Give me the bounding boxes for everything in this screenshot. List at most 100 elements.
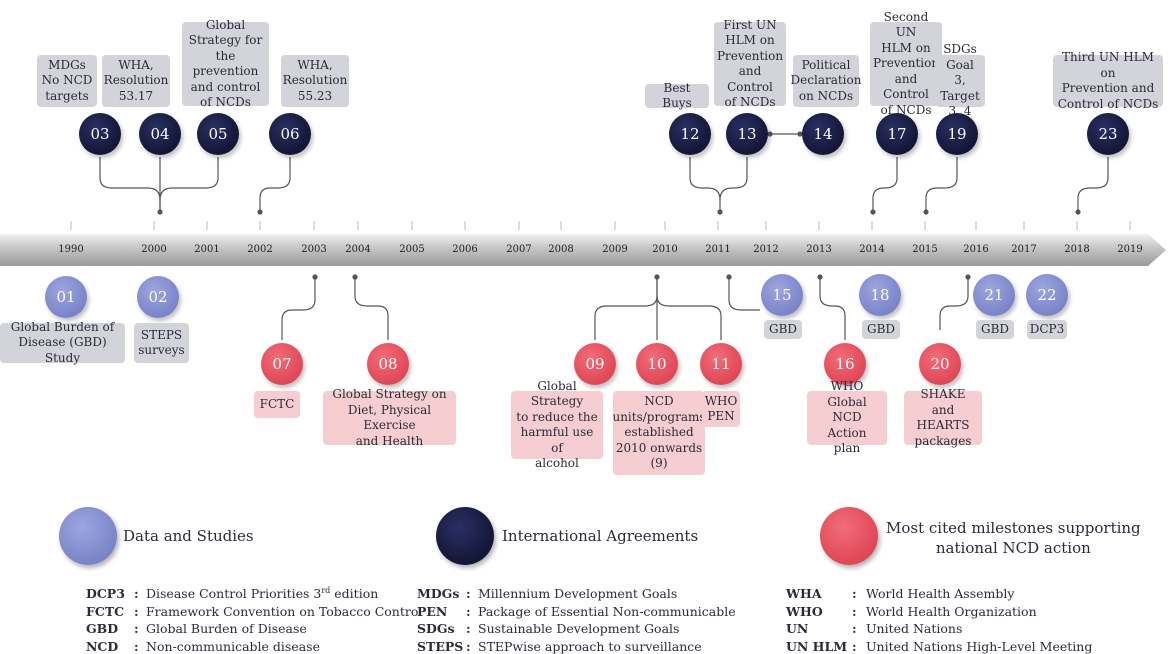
- legend-data-icon: [59, 507, 117, 565]
- milestone-node-19: 19: [936, 113, 978, 155]
- abbr-definition: United Nations: [866, 621, 962, 636]
- connector-line: [159, 157, 219, 201]
- year-label: 2009: [602, 244, 628, 255]
- connector-line: [872, 157, 898, 212]
- year-label: 2002: [247, 244, 273, 255]
- milestone-label-09: Global Strategy to reduce the harmful us…: [511, 379, 603, 470]
- legend-milestones-icon: [820, 507, 878, 565]
- connector-dot: [654, 274, 660, 280]
- year-label: 2017: [1011, 244, 1037, 255]
- milestone-label-text: MDGs No NCD targets: [41, 57, 93, 103]
- abbr-key: NCD: [86, 638, 119, 654]
- milestone-label-16: WHO Global NCD Action plan: [807, 379, 887, 455]
- connector-dot: [1075, 209, 1081, 215]
- abbr-definition-text: Sustainable Development Goals: [478, 621, 680, 636]
- milestone-node-05: 05: [197, 113, 239, 155]
- connector-dot: [965, 274, 971, 280]
- milestone-label-04: WHA, Resolution 53.17: [102, 55, 170, 107]
- abbr-definition: Framework Convention on Tobacco Control: [146, 604, 422, 619]
- year-label: 1990: [58, 244, 84, 255]
- year-label: 2010: [652, 244, 678, 255]
- milestone-label-22: DCP3: [1027, 320, 1067, 339]
- abbr-definition: Millennium Development Goals: [478, 586, 677, 601]
- year-label: 2004: [345, 244, 371, 255]
- abbr-separator: :: [466, 603, 471, 619]
- milestone-node-04: 04: [139, 113, 181, 155]
- year-label: 2012: [753, 244, 779, 255]
- milestone-label-text: WHA, Resolution 53.17: [103, 57, 169, 103]
- milestone-node-03: 03: [79, 113, 121, 155]
- milestone-label-text: SDGs Goal 3, Target 3, 4: [940, 42, 980, 119]
- milestone-label-text: WHA, Resolution 55.23: [282, 57, 348, 103]
- year-label: 2016: [963, 244, 989, 255]
- connector-dot: [870, 209, 876, 215]
- connector-line: [99, 157, 161, 212]
- connector-line: [1077, 157, 1109, 212]
- milestone-label-03: MDGs No NCD targets: [37, 55, 97, 107]
- abbr-definition-text: Framework Convention on Tobacco Control: [146, 603, 423, 619]
- abbr-definition-text: Global Burden of Disease: [146, 621, 307, 636]
- milestone-label-01: Global Burden of Disease (GBD) Study: [0, 320, 125, 365]
- abbr-superscript: rd: [321, 586, 331, 595]
- milestone-label-text: DCP3: [1029, 321, 1065, 336]
- milestone-label-19: SDGs Goal 3, Target 3, 4: [935, 42, 985, 118]
- abbr-separator: :: [852, 638, 857, 654]
- abbr-separator: :: [134, 586, 139, 601]
- milestone-node-23: 23: [1087, 113, 1129, 155]
- connector-line: [939, 277, 969, 330]
- abbr-key: STEPS: [417, 638, 464, 654]
- abbr-definition: World Health Assembly: [866, 586, 1014, 601]
- year-label: 2018: [1064, 244, 1090, 255]
- milestone-label-text: GBD: [866, 321, 896, 336]
- milestone-label-14: Political Declaration on NCDs: [791, 55, 861, 107]
- year-label: 2014: [859, 244, 885, 255]
- milestone-label-text: Global Strategy for the prevention and c…: [188, 17, 263, 110]
- milestone-node-14: 14: [802, 113, 844, 155]
- connector-dot: [352, 274, 358, 280]
- abbr-definition-text: Package of Essential Non-communicable: [478, 603, 736, 619]
- abbr-separator: :: [134, 603, 139, 619]
- abbr-separator: :: [852, 586, 857, 601]
- milestone-label-02: STEPS surveys: [134, 323, 189, 363]
- connector-dot: [923, 209, 929, 215]
- milestone-label-05: Global Strategy for the prevention and c…: [182, 18, 269, 109]
- milestone-node-07: 07: [261, 343, 303, 385]
- milestone-label-15: GBD: [764, 320, 802, 339]
- milestone-label-18: GBD: [862, 320, 900, 339]
- milestone-node-02: 02: [137, 276, 179, 318]
- milestone-node-13: 13: [726, 113, 768, 155]
- milestone-label-text: NCD units/programs established 2010 onwa…: [612, 394, 706, 471]
- abbr-separator: :: [852, 603, 857, 619]
- abbr-definition-text: Disease Control Priorities 3: [146, 586, 322, 602]
- milestone-label-10: NCD units/programs established 2010 onwa…: [612, 391, 706, 475]
- abbr-key: WHA: [786, 586, 822, 601]
- milestone-label-text: WHO Global NCD Action plan: [827, 379, 867, 456]
- connector-dot: [157, 209, 163, 215]
- milestone-label-23: Third UN HLM on Prevention and Control o…: [1053, 50, 1163, 111]
- legend-milestones-label: Most cited milestones supporting nationa…: [886, 519, 1141, 557]
- year-label: 2000: [141, 244, 167, 255]
- milestone-label-07: FCTC: [254, 391, 300, 418]
- milestone-node-15: 15: [761, 274, 803, 316]
- milestone-node-06: 06: [269, 113, 311, 155]
- milestone-node-08: 08: [367, 343, 409, 385]
- connector-dot: [312, 274, 318, 280]
- connector-line: [281, 277, 316, 340]
- legend-agreements-label: International Agreements: [502, 527, 699, 545]
- milestone-label-text: STEPS surveys: [138, 327, 185, 358]
- year-label: 2013: [806, 244, 832, 255]
- abbr-definition-text: United Nations: [866, 621, 963, 636]
- connector-line: [656, 295, 722, 340]
- milestone-node-22: 22: [1026, 274, 1068, 316]
- abbr-definition-text: World Health Organization: [866, 603, 1037, 619]
- abbr-key: PEN: [417, 603, 448, 619]
- year-label: 2019: [1117, 244, 1143, 255]
- abbr-definition-text: STEPwise approach to surveillance: [478, 638, 702, 654]
- abbr-definition: World Health Organization: [866, 604, 1037, 619]
- milestone-node-17: 17: [876, 113, 918, 155]
- abbr-definition-text: United Nations High-Level Meeting: [866, 638, 1093, 654]
- milestone-label-text: First UN HLM on Prevention and Control o…: [716, 17, 784, 110]
- abbr-definition: Global Burden of Disease: [146, 621, 307, 636]
- milestone-node-18: 18: [859, 274, 901, 316]
